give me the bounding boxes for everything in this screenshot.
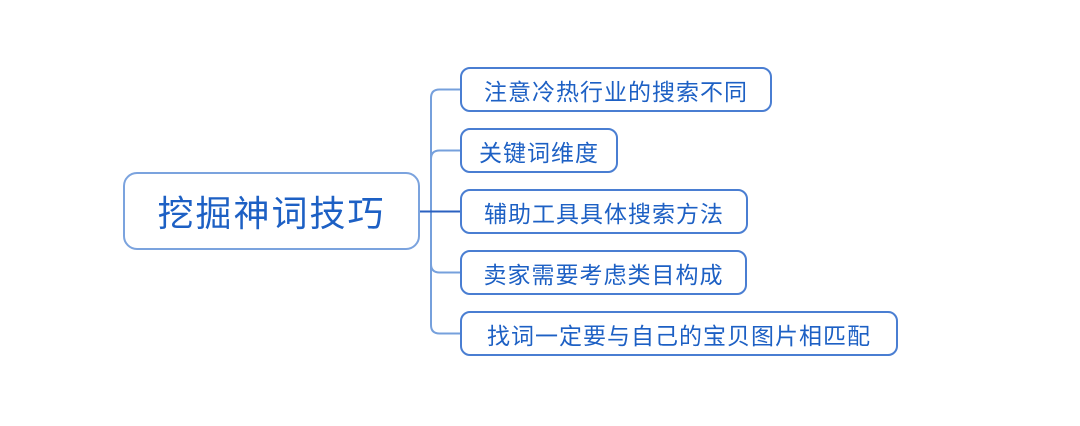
child-node-label: 注意冷热行业的搜索不同 <box>484 79 748 106</box>
root-node-label: 挖掘神词技巧 <box>157 194 386 235</box>
mindmap-child-node-5[interactable]: 找词一定要与自己的宝贝图片相匹配 <box>460 311 898 356</box>
mindmap-child-node-1[interactable]: 注意冷热行业的搜索不同 <box>460 67 772 112</box>
mindmap-child-node-4[interactable]: 卖家需要考虑类目构成 <box>460 250 747 295</box>
branch-line-1 <box>430 88 460 212</box>
branch-line-2 <box>430 149 460 212</box>
child-node-label: 找词一定要与自己的宝贝图片相匹配 <box>487 323 871 350</box>
branch-line-5 <box>430 211 460 335</box>
child-node-label: 关键词维度 <box>479 140 599 167</box>
branch-line-4 <box>430 211 460 274</box>
mindmap-child-node-3[interactable]: 辅助工具具体搜索方法 <box>460 189 748 234</box>
mindmap-child-node-2[interactable]: 关键词维度 <box>460 128 618 173</box>
child-node-label: 卖家需要考虑类目构成 <box>483 262 724 289</box>
mindmap-root-node[interactable]: 挖掘神词技巧 <box>123 172 420 250</box>
child-node-label: 辅助工具具体搜索方法 <box>484 201 724 228</box>
